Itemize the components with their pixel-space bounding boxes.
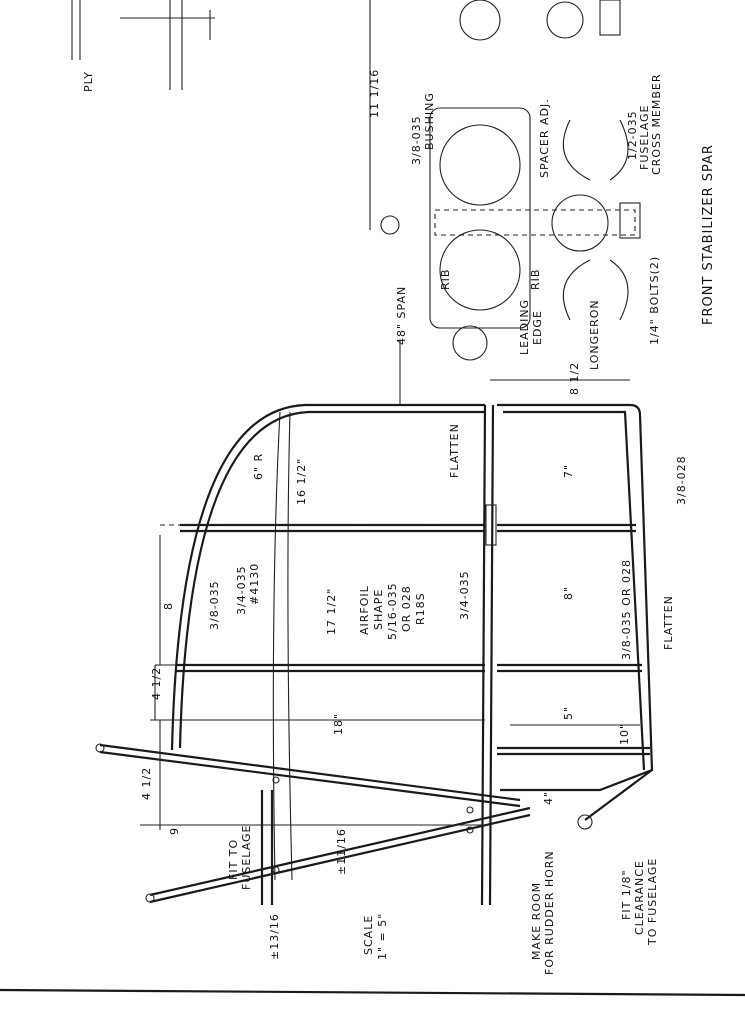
label-rudder-1: MAKE ROOM xyxy=(530,882,543,960)
label-13-16: ±13/16 xyxy=(268,913,281,960)
label-fit-2: FUSELAGE xyxy=(240,825,253,891)
label-8in: 8" xyxy=(562,586,575,600)
label-front-spar: FRONT STABILIZER SPAR xyxy=(701,144,716,325)
label-8: 8 xyxy=(162,602,175,610)
label-fit-1: FIT TO xyxy=(227,839,240,880)
label-4-1-2-a: 4 1/2 xyxy=(150,667,163,700)
label-clear-3: TO FUSELAGE xyxy=(646,858,659,946)
label-7: 7" xyxy=(562,464,575,478)
label-rib-2: RIB xyxy=(529,269,542,290)
label-radius: 6" R xyxy=(252,453,265,480)
elevator-frame xyxy=(485,403,654,830)
label-pm-11-16: ±11/16 xyxy=(335,828,348,875)
label-11-1-16: 11 1/16 xyxy=(368,69,381,118)
label-8-1-2: 8 1/2 xyxy=(568,362,581,395)
ply-detail xyxy=(71,0,215,90)
label-span: 48" SPAN xyxy=(395,286,408,345)
labels: PLY 11 1/16 3/8-035 BUSHING SPACER ADJ. … xyxy=(82,69,716,975)
label-flatten-1: FLATTEN xyxy=(448,423,461,478)
label-airfoil-5: R18S xyxy=(414,592,427,625)
label-airfoil-1: AIRFOIL xyxy=(358,585,371,635)
label-bolts: 1/4" BOLTS(2) xyxy=(648,256,661,345)
label-clear-2: CLEARANCE xyxy=(633,860,646,935)
stabilizer-frame xyxy=(95,403,531,906)
label-4: 4" xyxy=(542,791,555,805)
label-spacer: SPACER ADJ. xyxy=(538,98,551,178)
dimension-lines xyxy=(140,0,640,830)
label-3-8-035-or-028: 3/8-035 OR 028 xyxy=(620,559,633,660)
label-3-4-035: 3/4-035 xyxy=(458,570,471,620)
label-bushing: BUSHING xyxy=(423,92,436,150)
sheet-edge xyxy=(0,988,745,997)
label-18: 18" xyxy=(332,713,345,735)
label-longeron: LONGERON xyxy=(588,299,601,370)
label-9: 9 xyxy=(168,827,181,835)
label-ply: PLY xyxy=(82,71,95,92)
label-flatten-2: FLATTEN xyxy=(662,595,675,650)
label-scale-2: 1" = 5" xyxy=(376,913,389,960)
label-scale-1: SCALE xyxy=(362,915,375,955)
label-leading-2: EDGE xyxy=(531,310,544,345)
label-rib-1: RIB xyxy=(439,269,452,290)
label-rudder-2: FOR RUDDER HORN xyxy=(543,850,556,975)
label-5: 5" xyxy=(562,706,575,720)
label-17-1-2: 17 1/2" xyxy=(325,588,338,635)
label-16-1-2: 16 1/2" xyxy=(295,458,308,505)
label-leading-1: LEADING xyxy=(518,299,531,355)
label-cross-1: FUSELAGE xyxy=(638,105,651,171)
spar-joint-detail xyxy=(380,0,641,361)
label-bushing-size: 3/8-035 xyxy=(410,115,423,165)
label-3-8-035: 3/8-035 xyxy=(208,580,221,630)
label-airfoil-2: SHAPE xyxy=(372,589,385,630)
label-airfoil-3: 5/16-035 xyxy=(386,582,399,640)
label-cross-size: 1/2-035 xyxy=(626,110,639,160)
label-3-4-035-4130: 3/4-035 xyxy=(235,565,248,615)
label-4-1-2-b: 4 1/2 xyxy=(140,767,153,800)
label-cross-2: CROSS MEMBER xyxy=(650,73,663,175)
label-airfoil-4: OR 028 xyxy=(400,585,413,632)
label-4130: #4130 xyxy=(248,563,261,605)
label-10: 10" xyxy=(618,723,631,745)
label-clear-1: FIT 1/8" xyxy=(620,869,633,920)
label-3-8-028: 3/8-028 xyxy=(675,455,688,505)
